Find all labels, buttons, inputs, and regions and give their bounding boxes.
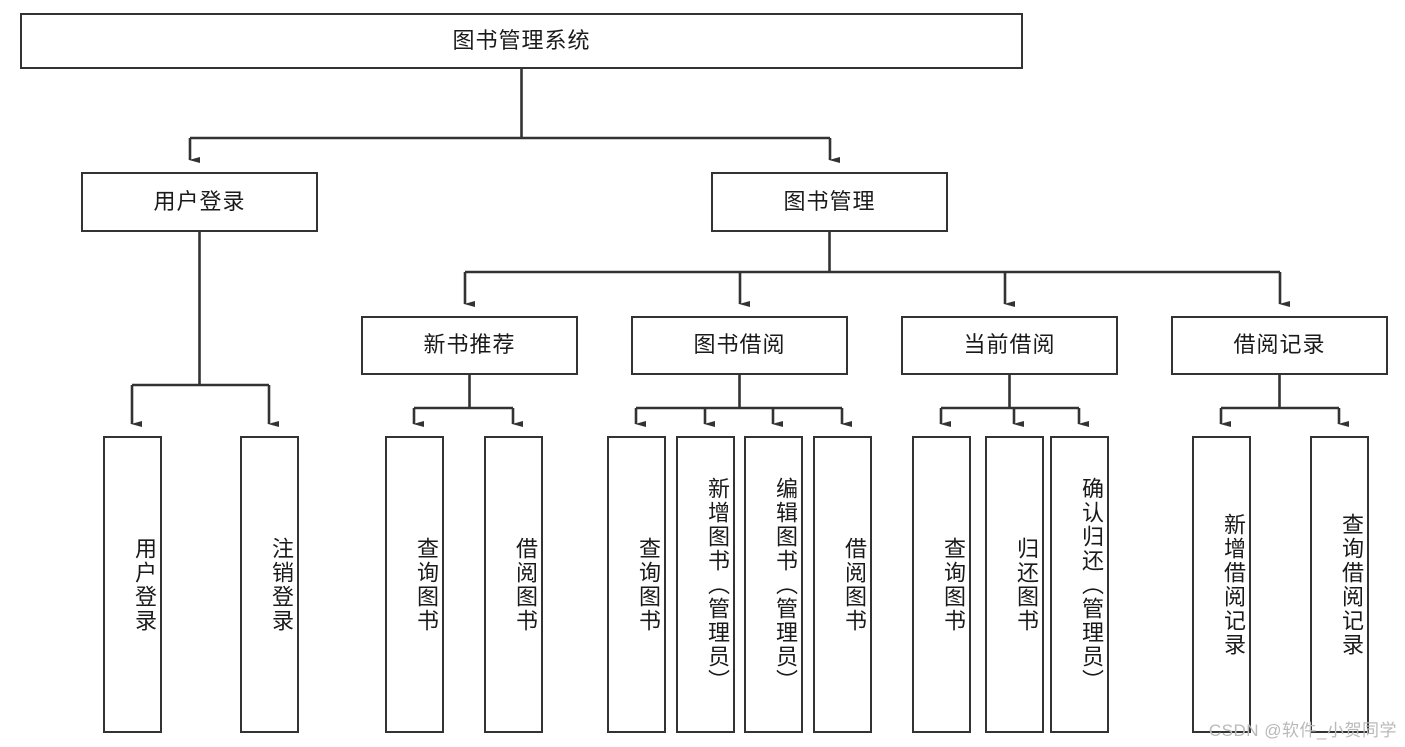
node-label-leaf-edit-book-admin: 编辑图书（管理员） — [773, 476, 798, 693]
node-label-leaf-query-book-current: 查询图书 — [941, 536, 966, 633]
node-leaf-borrow-book-recommend[interactable]: 借阅图书 — [484, 436, 543, 733]
node-leaf-user-logout[interactable]: 注销登录 — [240, 436, 299, 733]
node-leaf-add-book-admin[interactable]: 新增图书（管理员） — [676, 436, 735, 733]
node-leaf-query-book-recommend[interactable]: 查询图书 — [385, 436, 444, 733]
node-leaf-user-login[interactable]: 用户登录 — [103, 436, 162, 733]
node-label-leaf-user-login: 用户登录 — [132, 536, 157, 633]
node-label-leaf-confirm-return-admin: 确认归还（管理员） — [1079, 476, 1104, 693]
node-leaf-return-book[interactable]: 归还图书 — [985, 436, 1044, 733]
node-book-management[interactable]: 图书管理 — [711, 172, 948, 232]
node-label-leaf-user-logout: 注销登录 — [269, 536, 294, 633]
node-leaf-edit-book-admin[interactable]: 编辑图书（管理员） — [744, 436, 803, 733]
node-label-borrow-record: 借阅记录 — [1233, 332, 1326, 358]
node-label-leaf-borrow-book: 借阅图书 — [842, 536, 867, 633]
watermark-text: CSDN @软件_小贺同学 — [1208, 721, 1397, 740]
node-label-leaf-query-book-borrow: 查询图书 — [636, 536, 661, 633]
node-label-leaf-add-book-admin: 新增图书（管理员） — [705, 476, 730, 693]
node-user-login[interactable]: 用户登录 — [81, 172, 318, 232]
node-label-book-management: 图书管理 — [783, 188, 876, 214]
node-label-current-borrow: 当前借阅 — [963, 332, 1056, 358]
node-label-user-login: 用户登录 — [153, 188, 246, 214]
node-label-leaf-query-book-recommend: 查询图书 — [414, 536, 439, 633]
node-label-leaf-query-borrow-record: 查询借阅记录 — [1339, 512, 1364, 657]
node-leaf-add-borrow-record[interactable]: 新增借阅记录 — [1192, 436, 1251, 733]
node-leaf-query-book-current[interactable]: 查询图书 — [912, 436, 971, 733]
node-label-leaf-return-book: 归还图书 — [1014, 536, 1039, 633]
node-new-book-recommend[interactable]: 新书推荐 — [361, 316, 578, 375]
node-label-new-book-recommend: 新书推荐 — [423, 332, 516, 358]
node-label-leaf-borrow-book-recommend: 借阅图书 — [513, 536, 538, 633]
node-leaf-confirm-return-admin[interactable]: 确认归还（管理员） — [1050, 436, 1109, 733]
node-borrow-record[interactable]: 借阅记录 — [1171, 316, 1388, 375]
node-leaf-query-book-borrow[interactable]: 查询图书 — [607, 436, 666, 733]
node-leaf-borrow-book[interactable]: 借阅图书 — [813, 436, 872, 733]
node-label-root: 图书管理系统 — [452, 27, 591, 53]
node-book-borrow[interactable]: 图书借阅 — [631, 316, 848, 375]
node-label-book-borrow: 图书借阅 — [693, 332, 786, 358]
node-label-leaf-add-borrow-record: 新增借阅记录 — [1221, 512, 1246, 657]
node-current-borrow[interactable]: 当前借阅 — [901, 316, 1118, 375]
node-leaf-query-borrow-record[interactable]: 查询借阅记录 — [1310, 436, 1369, 733]
node-root[interactable]: 图书管理系统 — [20, 13, 1023, 69]
